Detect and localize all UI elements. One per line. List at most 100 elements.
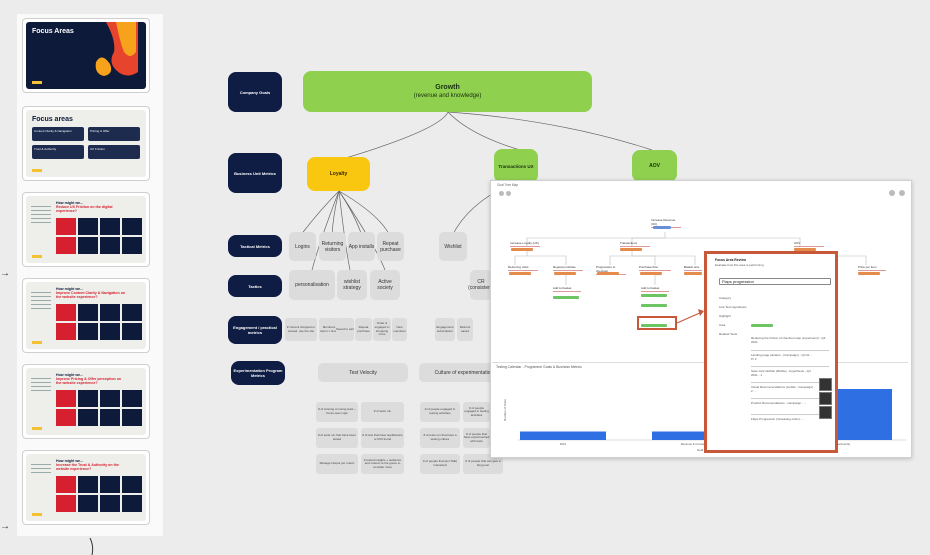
exp-item[interactable]: Manage Output per metric	[316, 454, 358, 474]
engagement-metric[interactable]: Engagement subscription	[435, 318, 455, 341]
tactic[interactable]: CR (consistent)	[468, 270, 494, 300]
slide-thumbnail-1[interactable]: Focus Areas	[22, 18, 150, 93]
row-label-engagement-metrics[interactable]: Engagement / practical metrics	[228, 316, 282, 344]
tactical-metric[interactable]: Repeat purchase	[377, 232, 404, 261]
engagement-metric[interactable]: Repeat purchase	[355, 318, 372, 341]
tactical-metric[interactable]: Wishlist	[439, 232, 467, 261]
tactic[interactable]: personalisation	[289, 270, 335, 300]
idea-grid	[56, 476, 142, 512]
x-tick-label: CR (Experiments)	[828, 442, 850, 446]
related-test[interactable]: Visual Recommendations (mobile - Campaig…	[751, 385, 815, 393]
related-test[interactable]: Reducing the friction of checkout step (…	[751, 336, 826, 344]
row-label-business-unit-metrics[interactable]: Business Unit Metrics	[228, 153, 282, 193]
highlighted-node[interactable]	[637, 316, 677, 330]
goal-tree-subleaf[interactable]: Add to basket	[553, 286, 581, 292]
hmw-heading: How might we...Reduce UX Friction on the…	[56, 201, 113, 213]
divider	[751, 382, 829, 383]
slide-thumbnail-6[interactable]: How might we...Increase the Trust & Auth…	[22, 450, 150, 525]
test-thumbnail[interactable]	[819, 392, 832, 405]
slide-sidebar-text	[31, 292, 51, 312]
row-label-company-goals[interactable]: Company Goals	[228, 72, 282, 112]
forward-icon[interactable]	[506, 191, 511, 196]
goal-tree-subleaf[interactable]: Add to basket	[641, 286, 669, 292]
row-label-tactical-metrics[interactable]: Tactical Metrics	[228, 235, 282, 257]
brand-logo	[32, 169, 42, 172]
engagement-metric[interactable]: Returns saved	[457, 318, 473, 341]
engagement-metric[interactable]: Order & engaged in shopping more	[373, 318, 391, 341]
slide-thumbnail-3[interactable]: How might we...Reduce UX Friction on the…	[22, 192, 150, 267]
focus-box-label: UX Friction	[90, 147, 105, 151]
focus-box	[32, 145, 84, 159]
slide-title: Focus areas	[32, 116, 73, 123]
brand-logo	[32, 81, 42, 84]
goal-tree-leaf[interactable]: Purchase flow	[639, 265, 671, 271]
goal-tree-node[interactable]: Increase Loyalty (UK)	[510, 241, 540, 247]
exp-item[interactable]: # of test that have significance or ROI …	[361, 428, 404, 448]
goal-tag	[653, 226, 671, 229]
slide-title: Focus Areas	[32, 28, 74, 35]
slide-thumbnail-2[interactable]: Focus areas Content Clarity & Navigation…	[22, 106, 150, 181]
exp-header-test-velocity[interactable]: Test Velocity	[318, 363, 408, 382]
engagement-metric[interactable]: Saved to cart	[336, 318, 354, 341]
test-tag	[641, 324, 667, 327]
exp-item[interactable]: # of tests run	[361, 402, 404, 422]
exp-item[interactable]: # of people that (as ITAE) interacted	[420, 454, 460, 474]
exp-item[interactable]: # of people engaged in testing activitie…	[463, 402, 490, 422]
test-thumbnail[interactable]	[819, 378, 832, 391]
settings-icon[interactable]	[889, 190, 895, 196]
engagement-metric[interactable]: # content shopped or viewed, use the sit…	[285, 318, 317, 341]
goal-tree-leaf[interactable]: Repeat purchase	[553, 265, 583, 271]
tactical-metric[interactable]: App installs	[348, 232, 375, 261]
goal-tree-node[interactable]: AOV	[794, 241, 824, 247]
goal-tree-node[interactable]: Transactions	[620, 241, 650, 247]
exp-item[interactable]: # of people that have experimented with …	[463, 428, 490, 448]
tactic[interactable]: Active society	[370, 270, 400, 300]
brand-logo	[32, 427, 42, 430]
engagement-metric[interactable]: Members return x times	[319, 318, 339, 341]
slide-thumbnail-4[interactable]: How might we...Improve Content Clarity &…	[22, 278, 150, 353]
tactical-metric[interactable]: Logins	[289, 232, 316, 261]
exp-item[interactable]: # of people that can give a blog post	[463, 454, 503, 474]
test-tag	[641, 294, 667, 297]
goal-tree-leaf[interactable]: Returning visits	[508, 265, 538, 271]
arrow-right-icon: →	[0, 521, 10, 532]
metric-node-transactions[interactable]: Transactions UX	[494, 149, 538, 183]
engagement-metric[interactable]: New members	[392, 318, 407, 341]
slide-sidebar-text	[31, 206, 51, 226]
chart-bar[interactable]	[520, 431, 606, 441]
related-test[interactable]: Save cart/ wishlist (Mobile) : Hypothesi…	[751, 369, 811, 377]
popup-row-label: Link Test Hypothesis	[719, 305, 747, 309]
metric-node-aov[interactable]: AOV	[632, 150, 677, 182]
tactic[interactable]: wishlist strategy	[337, 270, 367, 300]
related-test[interactable]: Landing page variants - (Campaign) - Q4 …	[751, 353, 812, 361]
exp-item[interactable]: # of tests run that have been tested	[316, 428, 358, 448]
exp-header-culture[interactable]: Culture of experimentation	[419, 363, 509, 382]
focus-area-popup[interactable]: Focus Area Review Evaluate how this area…	[704, 251, 838, 453]
growth-title: Growth	[435, 84, 460, 91]
divider	[751, 350, 829, 351]
goal-tree-leaf[interactable]: Basket size	[684, 265, 702, 271]
row-label-experimentation-metrics[interactable]: Experimentation Program Metrics	[231, 361, 285, 385]
goal-tag	[640, 272, 662, 275]
row-label-tactics[interactable]: Tactics	[228, 275, 282, 297]
goal-node-growth[interactable]: Growth (revenue and knowledge)	[303, 71, 592, 112]
exp-item[interactable]: # of tests run that have a testing cultu…	[420, 428, 460, 448]
exp-item[interactable]: # tested insights + audience and custom …	[361, 454, 404, 474]
related-test[interactable]: Flaps Progression (Increasing order) - .…	[751, 417, 805, 421]
exp-item[interactable]: # of winning or losing tests – Cross-tea…	[316, 402, 358, 422]
focus-area-input[interactable]: Flaps progression	[719, 278, 831, 285]
slide-sidebar-text	[31, 378, 51, 394]
exp-item[interactable]: # of people engaged in testing activitie…	[420, 402, 460, 422]
tactical-metric[interactable]: Returning visitors	[319, 232, 346, 261]
search-icon[interactable]	[899, 190, 905, 196]
slide-thumbnail-5[interactable]: How might we...Improve Pricing & Offer p…	[22, 364, 150, 439]
test-thumbnail[interactable]	[819, 406, 832, 419]
goal-tag	[509, 272, 531, 275]
goal-tree-leaf[interactable]: Price per item	[858, 265, 886, 271]
focus-box	[88, 145, 140, 159]
back-icon[interactable]	[499, 191, 504, 196]
hmw-heading: How might we...Improve Pricing & Offer p…	[56, 373, 122, 385]
related-test[interactable]: Product Recomendations - Campaign - ...	[751, 401, 807, 405]
metric-node-loyalty[interactable]: Loyalty	[307, 157, 370, 191]
